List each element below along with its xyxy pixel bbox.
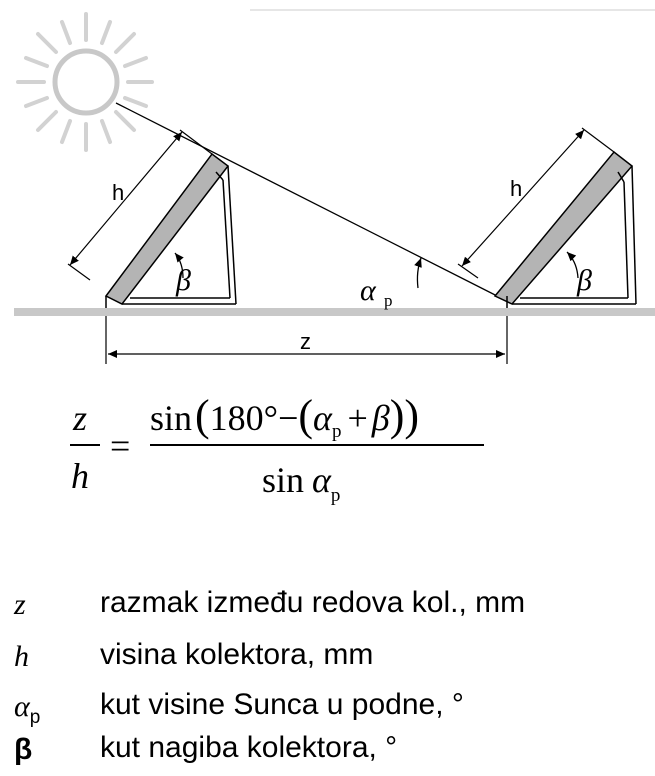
formula-lhs-numerator: z (72, 398, 87, 438)
legend-symbol: αp (14, 690, 41, 728)
legend-symbol: β (14, 733, 33, 766)
z-dimension (105, 316, 508, 364)
left-height-dimension (67, 129, 213, 281)
legend-text: visina kolektora, mm (100, 638, 374, 671)
sun-icon (16, 12, 154, 152)
legend-symbol: z (14, 588, 26, 621)
formula-lhs-denominator: h (71, 456, 89, 496)
right-height-dimension (457, 127, 615, 279)
formula-equals: = (110, 426, 130, 466)
legend-text: kut visine Sunca u podne, ° (100, 688, 464, 721)
left-collector (104, 152, 237, 308)
legend-item-z: z razmak između redova kol., mm (0, 586, 655, 628)
alpha-label: α (360, 274, 377, 307)
z-label: z (300, 329, 311, 354)
formula-rhs-numerator: sin(180°−(αp+β)) (150, 391, 419, 442)
alpha-sub-label: p (384, 291, 393, 310)
left-beta-arc (174, 252, 184, 279)
legend-symbol: h (14, 640, 29, 673)
legend-text: razmak između redova kol., mm (100, 586, 526, 619)
sun-ray (115, 102, 508, 302)
left-h-label: h (112, 180, 124, 205)
right-beta-label: β (576, 264, 592, 297)
legend-text: kut nagiba kolektora, ° (100, 731, 398, 764)
alpha-arc (414, 257, 422, 289)
ground (14, 308, 655, 316)
right-h-label: h (510, 176, 522, 201)
legend-item-beta: β kut nagiba kolektora, ° (0, 731, 655, 773)
legend-item-h: h visina kolektora, mm (0, 638, 655, 680)
legend-item-alpha: αp kut visine Sunca u podne, ° (0, 688, 655, 730)
right-beta-arc (566, 251, 579, 279)
left-beta-label: β (175, 264, 191, 297)
